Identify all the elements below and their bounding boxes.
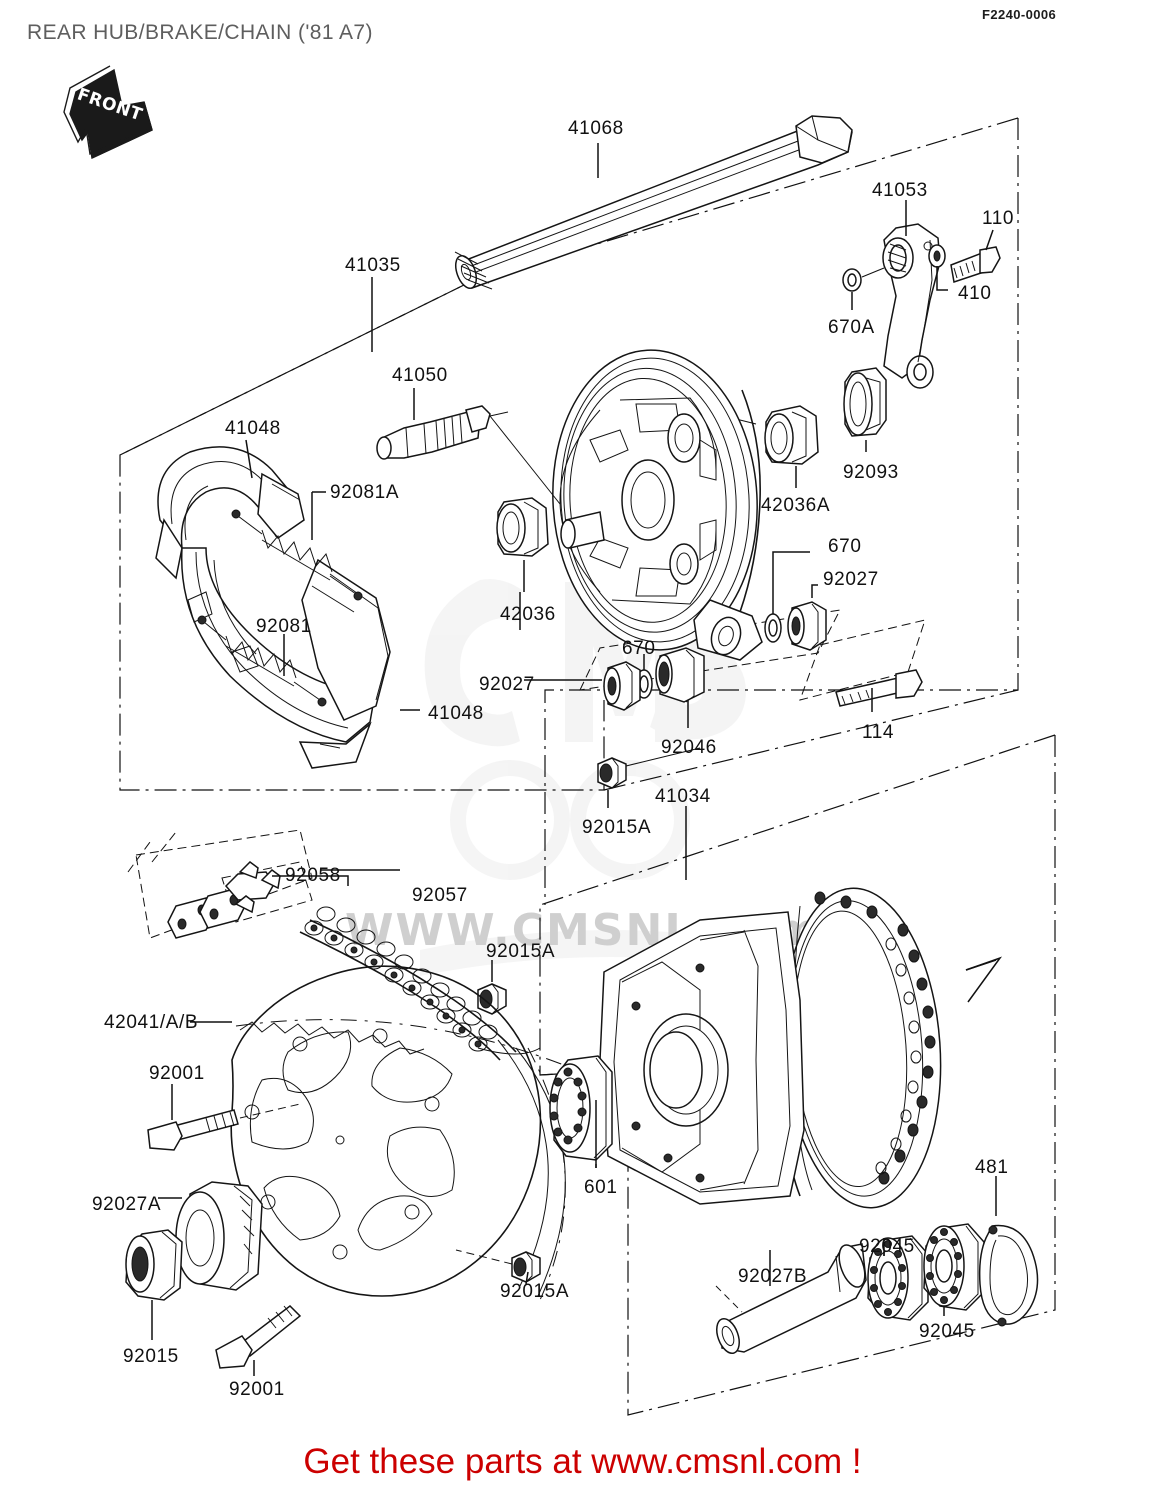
callout-92093: 92093 <box>843 462 899 483</box>
part-wheel-bearing-92045-b <box>923 1223 985 1316</box>
part-nut-92015A-sprocket <box>455 1249 541 1285</box>
callout-92046: 92046 <box>661 737 717 758</box>
part-brake-camshaft-41050 <box>376 388 561 505</box>
callout-92045-top: 92045 <box>859 1236 915 1257</box>
part-nut-92015A-chain <box>477 960 507 1015</box>
callout-410: 410 <box>958 283 992 304</box>
part-bolt-110 <box>950 229 1001 283</box>
callout-41034: 41034 <box>655 786 711 807</box>
callout-42041AB: 42041/A/B <box>104 1012 199 1033</box>
callout-92001-bot: 92001 <box>229 1379 285 1400</box>
callout-41053: 41053 <box>872 180 928 201</box>
part-collar-42036 <box>496 497 549 592</box>
callout-92058: 92058 <box>285 865 341 886</box>
callout-481: 481 <box>975 1157 1009 1178</box>
callout-92015A-1: 92015A <box>582 817 652 838</box>
part-bolt-114 <box>835 669 923 712</box>
callout-92081A: 92081A <box>330 482 400 503</box>
callout-92081: 92081 <box>256 616 312 637</box>
callout-92027B: 92027B <box>738 1266 808 1287</box>
callout-92027-mid: 92027 <box>823 569 879 590</box>
front-arrow-icon <box>63 65 153 160</box>
part-coupling-92027A <box>158 1181 263 1291</box>
callout-92015A-3: 92015A <box>500 1281 570 1302</box>
part-bush-92046 <box>655 647 705 728</box>
callout-110: 110 <box>982 208 1015 229</box>
callout-670-low: 670 <box>622 638 656 659</box>
callout-92015A-2: 92015A <box>486 941 556 962</box>
callout-41048-top: 41048 <box>225 418 281 439</box>
callout-670-mid: 670 <box>828 536 862 557</box>
part-brake-shoes-41048 <box>155 439 420 769</box>
part-brake-panel-41035 <box>371 277 763 661</box>
part-wheel-bearing-92045-a <box>867 1235 929 1321</box>
part-collar-42036A <box>699 400 819 488</box>
callout-92057: 92057 <box>412 885 468 906</box>
callout-41035: 41035 <box>345 255 401 276</box>
callout-114: 114 <box>862 722 895 743</box>
callout-42036: 42036 <box>500 604 556 625</box>
part-bolt-92001-upper <box>147 1084 301 1151</box>
callout-601: 601 <box>584 1177 618 1198</box>
part-cap-92027-lower <box>524 661 641 711</box>
part-joint-link-92058 <box>167 861 400 939</box>
callout-41050: 41050 <box>392 365 448 386</box>
callout-42036A: 42036A <box>761 495 831 516</box>
part-nut-92015A-upper <box>597 747 701 808</box>
part-nut-92015 <box>125 1229 183 1340</box>
part-shoe-spring-92081 <box>197 615 327 707</box>
callout-92045-bot: 92045 <box>919 1321 975 1342</box>
part-bolt-92001-lower <box>215 1305 302 1376</box>
part-oring-670A <box>842 267 885 310</box>
part-ball-bearing-601 <box>549 1055 613 1168</box>
part-circlip-481 <box>978 1176 1039 1327</box>
front-arrow-badge: FRONT <box>52 62 170 168</box>
callout-670A: 670A <box>828 317 875 338</box>
part-oil-seal-92093 <box>843 367 887 452</box>
part-cap-92027-upper <box>787 584 827 651</box>
callout-92027A: 92027A <box>92 1194 162 1215</box>
part-rear-hub-41034 <box>599 887 1003 1209</box>
callout-92001-top: 92001 <box>149 1063 205 1084</box>
diagram-code: F2240-0006 <box>982 7 1057 22</box>
callout-41048-bot: 41048 <box>428 703 484 724</box>
callout-41068: 41068 <box>568 118 624 139</box>
part-oring-670-upper <box>764 551 810 643</box>
callout-92027-low: 92027 <box>479 674 535 695</box>
part-washer-410 <box>928 244 948 291</box>
part-shoe-spring-92081A <box>231 491 363 601</box>
footer-cta[interactable]: Get these parts at www.cmsnl.com ! <box>303 1442 862 1481</box>
part-drive-chain-92057 <box>299 906 541 1061</box>
part-brake-cam-lever-41053 <box>882 200 941 389</box>
part-axle-sleeve-92027B <box>715 1243 867 1355</box>
part-axle-shaft-41068 <box>454 115 853 290</box>
callout-92015: 92015 <box>123 1346 179 1367</box>
page-title: REAR HUB/BRAKE/CHAIN ('81 A7) <box>27 21 373 44</box>
